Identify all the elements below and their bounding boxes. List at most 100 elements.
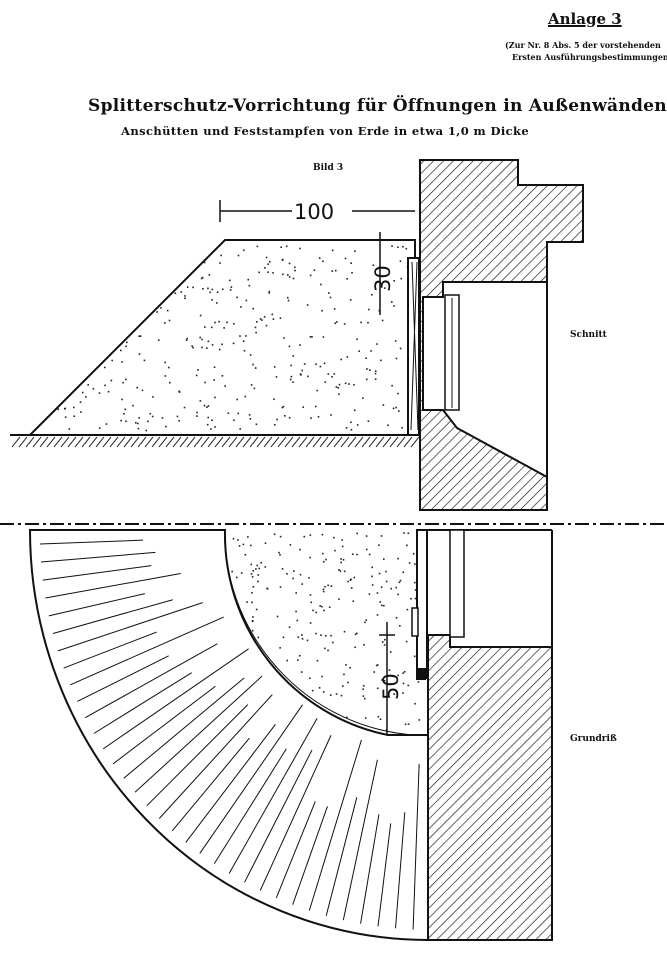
stipple-dot — [319, 365, 322, 368]
stipple-dot — [200, 277, 203, 280]
stipple-dot — [407, 684, 410, 687]
ground-hatch-line — [137, 436, 147, 448]
ground-hatch-line — [305, 436, 315, 448]
stipple-dot — [214, 396, 216, 399]
stipple-dot — [380, 359, 382, 362]
radial-shade-line — [40, 551, 156, 563]
stipple-dot — [254, 367, 257, 369]
drawing-title: Splitterschutz-Vorrichtung für Öffnungen… — [88, 96, 667, 116]
stipple-dot — [233, 322, 235, 325]
stipple-dot — [321, 675, 323, 678]
stipple-dot — [344, 257, 347, 260]
wall-plan — [427, 634, 553, 941]
stipple-dot — [358, 350, 360, 352]
stipple-dot — [218, 348, 221, 351]
stipple-dot — [300, 671, 303, 673]
ground-hatch-line — [291, 436, 301, 448]
stipple-dot — [405, 640, 408, 643]
stipple-dot — [301, 634, 303, 636]
stipple-dot — [276, 418, 278, 421]
stipple-dot — [342, 558, 345, 561]
wall-section — [419, 159, 584, 511]
stipple-dot — [322, 552, 324, 555]
stipple-dot — [120, 419, 122, 422]
stipple-dot — [111, 359, 113, 362]
stipple-dot — [323, 362, 326, 365]
stipple-dot — [264, 267, 266, 269]
stipple-dot — [401, 426, 404, 429]
ground-hatch-line — [410, 436, 420, 448]
stipple-dot — [216, 302, 218, 304]
radial-shade-line — [377, 823, 392, 927]
stipple-dot — [321, 309, 323, 312]
stipple-dot — [295, 610, 297, 613]
stipple-dot — [68, 428, 71, 430]
stipple-dot — [275, 376, 278, 378]
stipple-dot — [191, 345, 193, 347]
stipple-dot — [347, 681, 349, 684]
stipple-dot — [123, 412, 125, 415]
radial-shade-line — [228, 718, 318, 874]
ground-hatch-line — [200, 436, 210, 448]
stipple-dot — [349, 579, 352, 582]
stipple-dot — [79, 401, 82, 403]
stipple-dot — [301, 638, 304, 640]
stipple-dot — [343, 570, 346, 573]
plan-view: 50 — [28, 529, 553, 942]
stipple-dot — [183, 406, 186, 409]
ground-hatch-line — [214, 436, 224, 448]
stipple-dot — [343, 673, 345, 676]
stipple-dot — [282, 273, 284, 276]
ground-hatch-line — [249, 436, 259, 448]
stipple-dot — [311, 336, 313, 338]
radial-shade-line — [45, 572, 181, 599]
stipple-dot — [345, 427, 348, 429]
stipple-dot — [199, 336, 201, 339]
stipple-dot — [292, 577, 294, 580]
stipple-dot — [307, 375, 309, 378]
stipple-dot — [139, 335, 142, 337]
stipple-dot — [368, 308, 370, 311]
stipple-dot — [199, 400, 202, 402]
stipple-dot — [92, 387, 95, 390]
stipple-dot — [252, 307, 255, 310]
ground-hatch-line — [144, 436, 154, 448]
stipple-dot — [393, 693, 395, 695]
radial-shade-line — [275, 801, 316, 899]
stipple-dot — [207, 405, 210, 407]
stipple-dot — [252, 363, 254, 366]
stipple-dot — [211, 344, 214, 346]
stipple-dot — [283, 415, 286, 417]
stipple-dot — [340, 558, 342, 560]
ground-hatch-line — [242, 436, 252, 448]
radial-shade-line — [308, 739, 362, 911]
stipple-dot — [348, 383, 350, 385]
stipple-dot — [346, 278, 348, 280]
stipple-dot — [186, 286, 189, 288]
stipple-dot — [331, 375, 333, 378]
stipple-dot — [390, 301, 393, 303]
stipple-dot — [176, 415, 179, 418]
stipple-dot — [351, 553, 354, 556]
stipple-dot — [73, 415, 75, 418]
stipple-dot — [164, 322, 166, 324]
stipple-dot — [343, 323, 346, 325]
stipple-dot — [339, 570, 342, 572]
annex-label: Anlage 3 — [548, 10, 622, 28]
stipple-dot — [156, 311, 158, 313]
stipple-dot — [395, 406, 397, 409]
stipple-dot — [363, 643, 365, 646]
stipple-dot — [258, 567, 260, 570]
stipple-dot — [166, 309, 169, 312]
ground-hatch-line — [263, 436, 273, 448]
stipple-dot — [413, 655, 416, 658]
stipple-dot — [314, 405, 317, 408]
stipple-dot — [331, 249, 334, 252]
stipple-dot — [246, 601, 248, 603]
stipple-dot — [311, 689, 314, 692]
stipple-dot — [282, 258, 284, 261]
stipple-dot — [184, 297, 186, 300]
stipple-dot — [192, 346, 194, 349]
radial-shade-line — [134, 675, 263, 793]
stipple-dot — [287, 299, 290, 302]
